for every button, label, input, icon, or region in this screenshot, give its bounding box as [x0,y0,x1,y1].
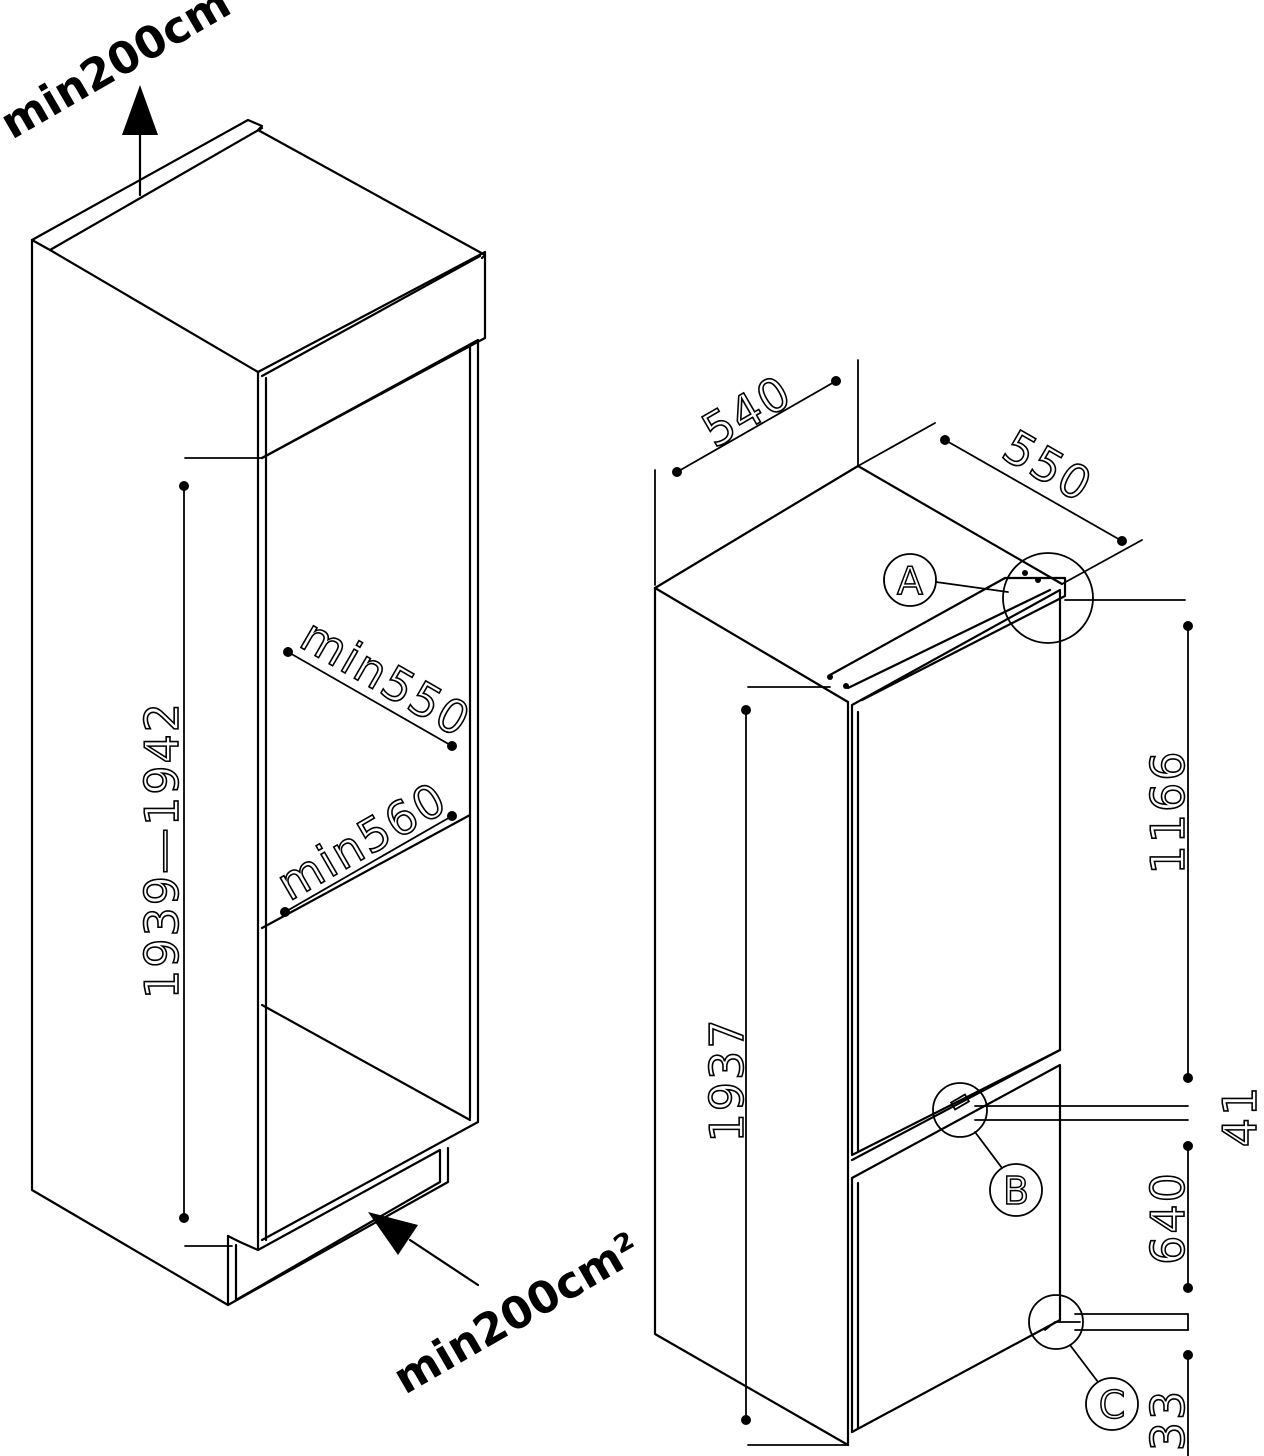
appliance-body [653,464,1081,1447]
dim-appliance-height-label: 1937 [700,1017,754,1142]
dim-gap-label: 41 [1213,1085,1264,1148]
dim-bottom-label: 33 [1141,1389,1195,1452]
callout-b-label: B [1003,1169,1029,1213]
niche-cabinet [30,118,487,1307]
dim-right-column [974,599,1193,1456]
dim-niche-depth [283,647,457,751]
dim-appliance-width [654,359,859,586]
dim-niche-height [179,457,263,1247]
vent-arrow-top [122,85,158,197]
callout-c [1028,1294,1139,1431]
vent-arrow-bottom [368,1212,480,1287]
dim-niche-height-label: 1939—1942 [135,701,189,999]
dim-niche-width-label: min560 [268,771,457,911]
dim-niche-width [280,811,457,917]
callout-a [883,552,1094,644]
dim-appliance-height [741,686,849,1446]
callout-a-label: A [897,559,923,603]
dim-appliance-width-label: 540 [693,364,801,458]
dim-niche-depth-label: min550 [292,608,481,748]
callout-b [932,1082,1043,1217]
dim-appliance-depth [857,422,1143,585]
dim-upper-door-label: 1166 [1141,749,1195,874]
callout-c-label: C [1099,1383,1126,1427]
dim-lower-door-label: 640 [1141,1171,1195,1265]
